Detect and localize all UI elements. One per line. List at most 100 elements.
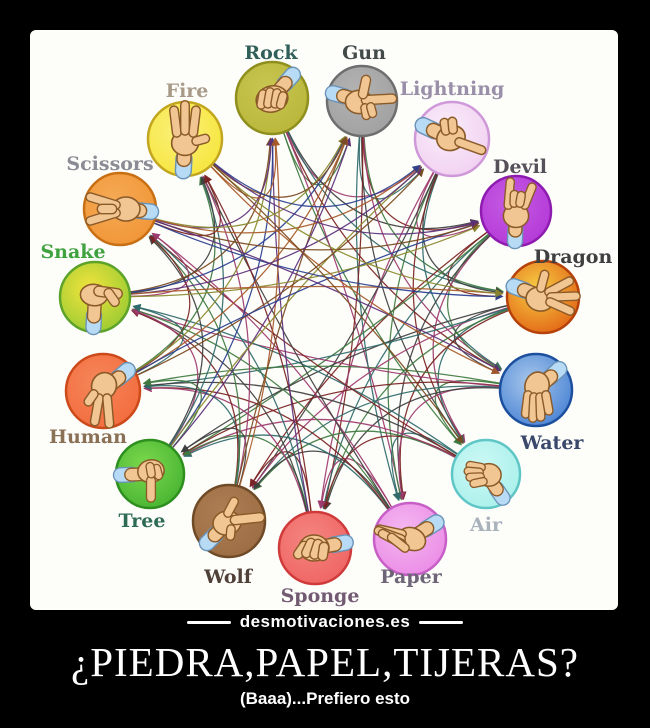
relation-arrow bbox=[210, 137, 280, 199]
scissors-hand-icon bbox=[85, 192, 160, 226]
relation-arrow bbox=[416, 172, 481, 238]
node-gun-label: Gun bbox=[342, 42, 386, 64]
relation-arrow bbox=[453, 305, 508, 374]
relation-arrow bbox=[204, 174, 312, 512]
relation-arrow bbox=[253, 385, 500, 490]
gun-hand-icon bbox=[324, 74, 398, 121]
relation-arrow bbox=[130, 285, 504, 298]
node-devil-label: Devil bbox=[493, 156, 547, 178]
relation-arrow bbox=[285, 131, 502, 372]
node-snake-label: Snake bbox=[40, 241, 105, 263]
relation-arrow bbox=[155, 135, 346, 229]
relation-arrow bbox=[149, 235, 241, 485]
relation-arrow bbox=[268, 137, 310, 512]
relation-arrow bbox=[135, 136, 348, 374]
relation-arrow bbox=[183, 434, 389, 510]
relation-arrow bbox=[446, 234, 502, 371]
watermark-line-left bbox=[186, 620, 231, 624]
relationship-arrows bbox=[130, 131, 509, 513]
relation-arrow bbox=[170, 166, 422, 447]
relation-arrow bbox=[447, 231, 504, 301]
relation-arrow bbox=[358, 136, 424, 200]
human-hand-icon bbox=[83, 361, 137, 429]
relation-arrow bbox=[134, 176, 216, 372]
snake-hand-icon bbox=[79, 283, 123, 336]
relation-arrow bbox=[154, 220, 480, 251]
relation-arrow bbox=[318, 458, 393, 509]
node-lightning-label: Lightning bbox=[400, 78, 505, 100]
relation-arrow bbox=[131, 309, 239, 485]
air-hand-icon bbox=[463, 460, 511, 506]
relation-arrow bbox=[397, 386, 500, 501]
node-wolf-label: Wolf bbox=[203, 566, 254, 588]
relation-arrow bbox=[212, 164, 504, 298]
relation-arrow bbox=[135, 221, 480, 373]
relation-arrow bbox=[251, 173, 437, 489]
relation-arrow bbox=[182, 233, 489, 455]
relation-arrow bbox=[148, 236, 204, 446]
relation-arrow bbox=[422, 174, 503, 370]
relation-arrow bbox=[323, 387, 500, 510]
relation-arrow bbox=[130, 137, 274, 293]
relation-arrow bbox=[432, 235, 491, 443]
relation-arrow bbox=[130, 225, 481, 298]
node-fire-label: Fire bbox=[166, 80, 209, 102]
relation-arrow bbox=[182, 381, 500, 455]
meme-title: ¿PIEDRA,PAPEL,TIJERAS? bbox=[71, 639, 579, 685]
relation-arrow bbox=[143, 307, 508, 390]
relation-arrow bbox=[137, 168, 425, 376]
water-hand-icon bbox=[520, 360, 568, 423]
watermark-text: desmotivaciones.es bbox=[239, 612, 411, 631]
fire-hand-icon bbox=[168, 100, 211, 180]
meme-subtitle: (Baaa)...Prefiero esto bbox=[239, 689, 411, 708]
sponge-hand-icon bbox=[292, 534, 354, 562]
relation-arrow bbox=[131, 307, 500, 388]
relation-arrow bbox=[239, 137, 281, 486]
watermark-line-right bbox=[419, 620, 464, 624]
tree-hand-icon bbox=[112, 459, 165, 503]
relation-arrow bbox=[322, 309, 509, 510]
relation-arrow bbox=[213, 162, 421, 208]
node-air-label: Air bbox=[469, 514, 503, 536]
horns-hand-icon bbox=[502, 177, 537, 250]
relation-arrow bbox=[434, 379, 500, 446]
relation-arrow bbox=[321, 136, 364, 510]
relation-arrow bbox=[212, 136, 347, 198]
relation-arrow bbox=[355, 136, 401, 502]
relation-arrow bbox=[287, 131, 479, 230]
relation-arrow bbox=[170, 137, 277, 447]
relation-arrow bbox=[150, 234, 309, 512]
node-tree-label: Tree bbox=[119, 510, 166, 532]
relation-arrow bbox=[154, 220, 502, 372]
node-scissors-label: Scissors bbox=[66, 153, 153, 175]
wolf-hand-icon bbox=[198, 496, 266, 552]
node-water-label: Water bbox=[520, 432, 585, 454]
node-paper-label: Paper bbox=[380, 566, 442, 588]
relation-arrow bbox=[143, 381, 457, 457]
relation-arrow bbox=[150, 234, 457, 457]
relation-arrow bbox=[202, 175, 391, 509]
dragon-hand-icon bbox=[505, 269, 581, 316]
relation-arrow bbox=[130, 166, 423, 295]
fist-hand-icon bbox=[255, 66, 302, 114]
node-human-label: Human bbox=[49, 426, 127, 448]
relation-arrow bbox=[210, 166, 500, 375]
relation-arrow bbox=[283, 132, 351, 186]
watermark: desmotivaciones.es bbox=[0, 610, 650, 634]
relation-arrow bbox=[142, 365, 500, 386]
relation-arrow bbox=[135, 137, 275, 372]
center-hole bbox=[294, 298, 342, 346]
relation-arrow bbox=[143, 384, 307, 513]
relation-arrow bbox=[362, 136, 502, 370]
relation-arrow bbox=[285, 131, 404, 501]
relation-arrow bbox=[131, 307, 391, 509]
paper-hand-icon bbox=[373, 514, 445, 553]
relation-arrow bbox=[212, 164, 464, 444]
node-sponge-label: Sponge bbox=[281, 585, 360, 607]
relation-arrow bbox=[253, 450, 390, 509]
relation-arrow bbox=[180, 427, 247, 486]
node-dragon-label: Dragon bbox=[534, 246, 613, 268]
relation-arrow bbox=[151, 232, 393, 508]
